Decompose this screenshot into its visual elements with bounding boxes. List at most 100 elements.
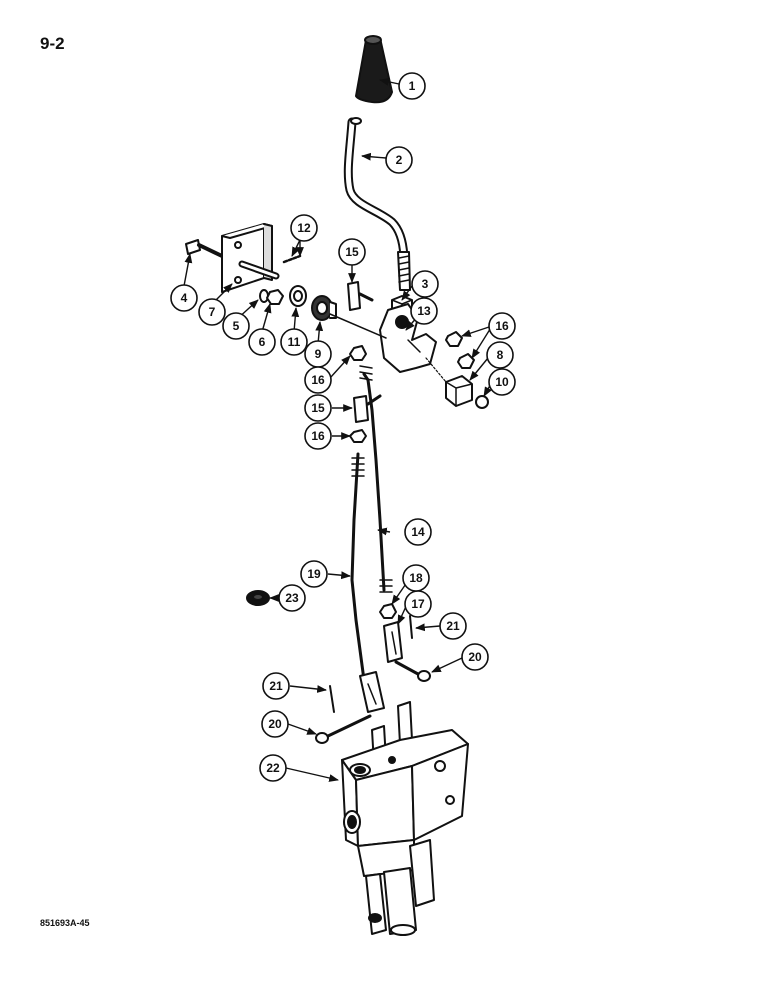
callout-circle-18	[402, 564, 430, 592]
leader-1	[379, 77, 400, 86]
callout-label-20b: 20	[468, 650, 482, 664]
callout-label-14: 14	[411, 525, 425, 539]
washer-part-5	[259, 289, 269, 303]
leader-22	[285, 767, 339, 782]
clevis-part-17	[383, 621, 403, 663]
callout-circle-4	[170, 284, 198, 312]
page-number: 9-2	[40, 34, 65, 53]
lever-part	[343, 117, 411, 291]
leader-16b	[461, 325, 493, 337]
nut-part-18	[379, 603, 397, 619]
leader-20b	[431, 657, 463, 673]
callout-circle-15b	[304, 394, 332, 422]
callout-circle-20a	[261, 710, 289, 738]
callout-label-21a: 21	[269, 679, 283, 693]
leader-12	[291, 239, 301, 257]
leader-16a	[329, 355, 351, 379]
callout-circle-16d	[304, 422, 332, 450]
pin-part-12	[282, 254, 302, 264]
callout-label-15a: 15	[345, 245, 359, 259]
leader-16c	[471, 325, 493, 359]
callout-label-16b: 16	[495, 319, 509, 333]
callout-label-1: 1	[409, 79, 416, 93]
callout-circle-16a	[304, 366, 332, 394]
leader-20a	[287, 723, 317, 735]
callout-circle-19	[300, 560, 328, 588]
clevis-part-left	[359, 671, 385, 713]
knob-part	[355, 35, 393, 104]
leader-6	[261, 303, 272, 333]
control-valve-part	[341, 701, 469, 936]
leader-21a	[289, 685, 327, 693]
callout-label-20a: 20	[268, 717, 282, 731]
callout-label-5: 5	[233, 319, 240, 333]
callout-label-13: 13	[417, 304, 431, 318]
leader-8	[469, 357, 489, 381]
pivot-housing-part	[329, 303, 437, 373]
figure-code: 851693A-45	[40, 918, 90, 928]
callout-circle-14	[404, 518, 432, 546]
callout-circle-10	[488, 368, 516, 396]
bolt-part	[185, 239, 224, 258]
callout-circle-6	[248, 328, 276, 356]
leader-2	[361, 152, 387, 161]
cotter-pin-part-21b	[409, 615, 413, 639]
leader-3	[401, 285, 413, 301]
leader-11	[291, 307, 300, 333]
nut-part-16c	[457, 353, 475, 369]
callout-label-19: 19	[307, 567, 321, 581]
callout-label-17: 17	[411, 597, 425, 611]
callout-label-10: 10	[495, 375, 509, 389]
callout-circle-12	[290, 214, 318, 242]
leader-4	[183, 253, 193, 287]
leader-19	[327, 571, 351, 580]
callout-label-6: 6	[259, 335, 266, 349]
callout-label-23: 23	[285, 591, 299, 605]
callout-label-7: 7	[209, 305, 216, 319]
callout-circle-16b	[488, 312, 516, 340]
pin-part-20a	[315, 714, 372, 744]
rod-part-19	[350, 452, 366, 682]
callout-circle-5	[222, 312, 250, 340]
callout-circle-2	[385, 146, 413, 174]
ring-part	[475, 395, 489, 409]
callout-circle-21b	[439, 612, 467, 640]
nut-part-16a	[349, 345, 367, 361]
callout-label-16c: 16	[311, 429, 325, 443]
callout-label-9: 9	[315, 347, 322, 361]
block-part	[445, 375, 473, 407]
callout-label-3: 3	[422, 277, 429, 291]
callout-label-8: 8	[497, 348, 504, 362]
callout-circle-1	[398, 72, 426, 100]
callout-circle-15a	[338, 238, 366, 266]
pin-part-20b	[394, 660, 431, 682]
callout-circle-13	[410, 297, 438, 325]
callout-circle-3	[411, 270, 439, 298]
callout-circle-8	[486, 341, 514, 369]
connector-part-15a	[347, 281, 374, 311]
nut-part-16b	[445, 331, 463, 347]
leader-14	[377, 527, 391, 536]
callout-circle-21a	[262, 672, 290, 700]
callout-label-4: 4	[181, 291, 188, 305]
connector-part-15b	[353, 394, 382, 423]
bushing-part	[311, 295, 337, 321]
callout-label-2: 2	[396, 153, 403, 167]
leader-21b	[415, 623, 441, 632]
callout-label-15b: 15	[311, 401, 325, 415]
callout-circle-23	[278, 584, 306, 612]
callout-circle-7	[198, 298, 226, 326]
callout-label-11: 11	[288, 335, 301, 349]
callout-label-22: 22	[266, 761, 280, 775]
callout-label-16a: 16	[311, 373, 325, 387]
cotter-pin-part-21a	[329, 685, 335, 713]
callout-label-18: 18	[409, 571, 423, 585]
mounting-plate-part	[221, 223, 280, 293]
washer-part-11	[289, 285, 307, 307]
callout-circle-20b	[461, 643, 489, 671]
callout-circle-11	[280, 328, 308, 356]
callout-circle-22	[259, 754, 287, 782]
nut-part-16d	[349, 429, 367, 443]
